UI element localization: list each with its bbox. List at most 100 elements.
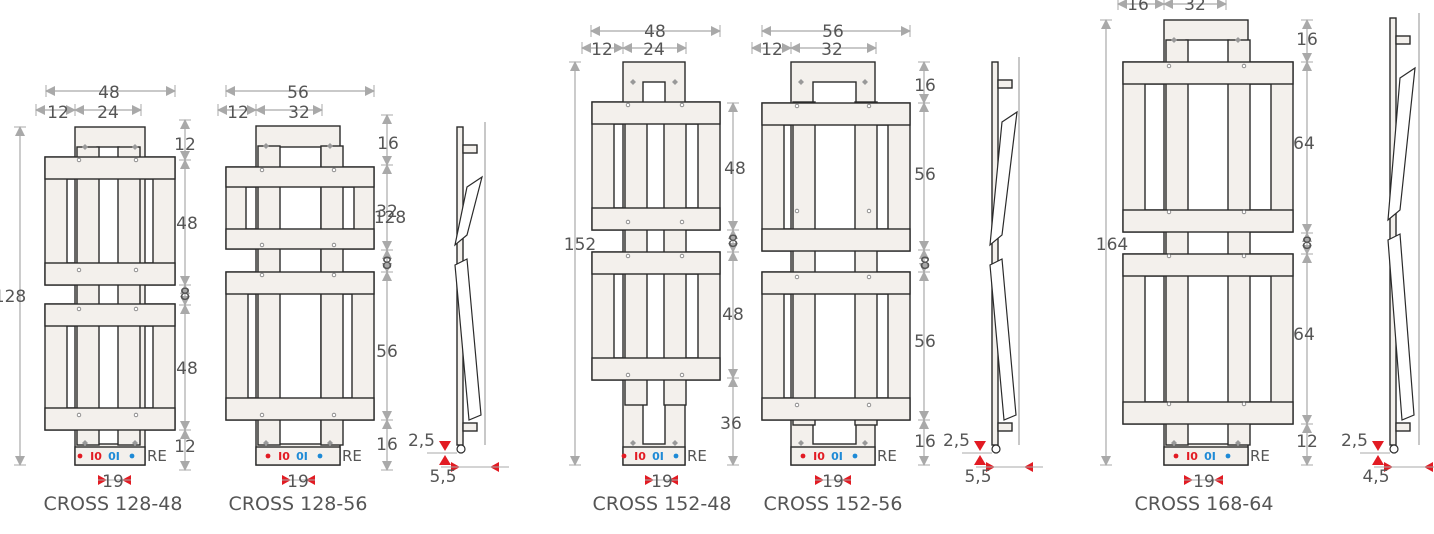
mount-dot bbox=[679, 102, 685, 108]
valve-left-label: I0 bbox=[278, 450, 290, 463]
mount-dot bbox=[1166, 63, 1172, 69]
side-valve bbox=[456, 444, 466, 454]
frame-top-segment bbox=[1122, 61, 1294, 85]
valve-left-label: I0 bbox=[634, 450, 646, 463]
dimension-label: 16 bbox=[377, 134, 399, 154]
mount-dot bbox=[794, 402, 800, 408]
wall-bracket bbox=[462, 144, 478, 154]
side-cross-bar bbox=[989, 258, 1017, 421]
dimension-label: 164 bbox=[1096, 235, 1128, 255]
re-label: RE bbox=[1250, 447, 1270, 465]
dimension-label: 16 bbox=[1296, 30, 1318, 50]
mount-dot bbox=[1241, 253, 1247, 259]
re-label: RE bbox=[687, 447, 707, 465]
frame-top-segment bbox=[225, 271, 375, 295]
screw-mark bbox=[132, 144, 138, 150]
cold-connection-dot bbox=[129, 453, 135, 459]
mount-dot bbox=[794, 103, 800, 109]
frame-top-segment bbox=[44, 156, 176, 180]
dimension-label: 24 bbox=[643, 40, 665, 60]
model-caption: CROSS 152-48 bbox=[593, 493, 732, 515]
wall-bracket bbox=[462, 422, 478, 432]
mount-dot bbox=[133, 412, 139, 418]
dimension-label: 48 bbox=[724, 159, 746, 179]
model-caption: CROSS 152-56 bbox=[764, 493, 903, 515]
dimension-label: 8 bbox=[728, 232, 739, 252]
dimension-label: 48 bbox=[176, 359, 198, 379]
mount-dot bbox=[794, 274, 800, 280]
re-label: RE bbox=[147, 447, 167, 465]
frame-top-segment bbox=[591, 251, 721, 275]
valve-right-label: 0I bbox=[1204, 450, 1216, 463]
screw-mark bbox=[82, 144, 88, 150]
side-cross-bar bbox=[454, 175, 483, 247]
dimension-label: 19 bbox=[1193, 472, 1215, 492]
mount-dot bbox=[1166, 253, 1172, 259]
side-cross-bar bbox=[1387, 66, 1416, 222]
mount-dot bbox=[76, 306, 82, 312]
mount-dot bbox=[625, 219, 631, 225]
valve-right-label: 0I bbox=[652, 450, 664, 463]
dimension-label: 12 bbox=[227, 103, 249, 123]
dimension-label: 32 bbox=[1184, 0, 1206, 15]
dimension-label: 12 bbox=[761, 40, 783, 60]
wall-gap-label: 2,5 bbox=[1341, 431, 1368, 451]
mount-dot bbox=[76, 412, 82, 418]
mount-dot bbox=[1241, 401, 1247, 407]
dimension-lines bbox=[14, 0, 1434, 485]
frame-top-segment bbox=[225, 166, 375, 188]
model-caption: CROSS 128-56 bbox=[229, 493, 368, 515]
frame-bottom-segment bbox=[1122, 209, 1294, 233]
model-caption: CROSS 168-64 bbox=[1135, 493, 1274, 515]
radiator-drawings bbox=[44, 13, 1420, 466]
mount-dot bbox=[331, 242, 337, 248]
valve-right-label: 0I bbox=[108, 450, 120, 463]
screw-mark bbox=[798, 79, 804, 85]
hot-connection-dot bbox=[265, 453, 271, 459]
dimension-label: 19 bbox=[287, 472, 309, 492]
dimension-label: 24 bbox=[97, 103, 119, 123]
mount-dot bbox=[1241, 63, 1247, 69]
cold-connection-dot bbox=[317, 453, 323, 459]
mount-dot bbox=[625, 253, 631, 259]
mount-dot bbox=[259, 272, 265, 278]
red-arrow bbox=[439, 455, 451, 465]
wall-bracket bbox=[997, 79, 1013, 89]
vertical-bar bbox=[1165, 39, 1189, 446]
depth-label: 5,5 bbox=[429, 467, 456, 487]
mount-dot bbox=[866, 274, 872, 280]
mount-dot bbox=[679, 372, 685, 378]
dimension-label: 48 bbox=[722, 305, 744, 325]
side-back-strip bbox=[1389, 17, 1397, 446]
dimension-label: 16 bbox=[914, 432, 936, 452]
red-arrow bbox=[1372, 441, 1384, 451]
cold-connection-dot bbox=[852, 453, 858, 459]
side-back-strip bbox=[991, 61, 999, 446]
vertical-bar bbox=[117, 146, 141, 446]
dimension-label: 8 bbox=[1302, 234, 1313, 254]
dimension-label: 152 bbox=[564, 235, 596, 255]
dimension-label: 32 bbox=[288, 103, 310, 123]
screw-mark bbox=[1235, 440, 1241, 446]
dimension-label: 32 bbox=[821, 40, 843, 60]
valve-left-label: I0 bbox=[813, 450, 825, 463]
frame-bottom-segment bbox=[761, 228, 911, 252]
cold-connection-dot bbox=[1225, 453, 1231, 459]
side-valve bbox=[1389, 444, 1399, 454]
dimension-label: 12 bbox=[1296, 432, 1318, 452]
dimension-label: 56 bbox=[914, 332, 936, 352]
wall-bracket bbox=[1395, 422, 1411, 432]
dimension-label: 12 bbox=[174, 437, 196, 457]
vertical-bar bbox=[1227, 39, 1251, 446]
dimension-label: 16 bbox=[376, 435, 398, 455]
mount-dot bbox=[259, 167, 265, 173]
dimension-label: 64 bbox=[1293, 325, 1315, 345]
screw-mark bbox=[630, 79, 636, 85]
frame-bottom-segment bbox=[761, 397, 911, 421]
dimension-label: 12 bbox=[47, 103, 69, 123]
strip-opening bbox=[96, 146, 120, 445]
depth-label: 5,5 bbox=[964, 467, 991, 487]
